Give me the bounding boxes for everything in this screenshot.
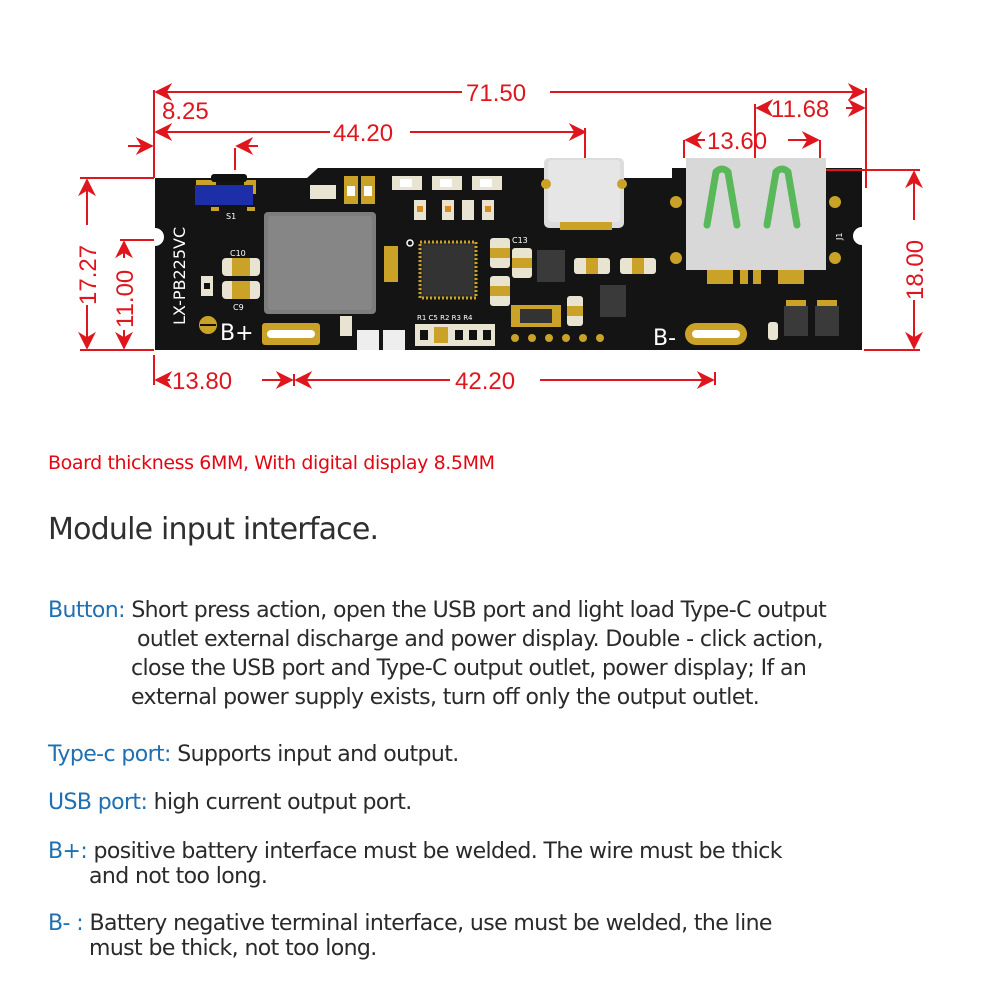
note-button: Button: Short press action, open the USB… <box>48 596 827 625</box>
dim-right-height: 18.00 <box>902 240 929 300</box>
note-line: must be thick, not too long. <box>89 936 377 961</box>
test-pads <box>511 334 604 342</box>
svg-text:C10: C10 <box>230 249 246 258</box>
note-label: Type-c port: <box>48 742 171 767</box>
note-line: Battery negative terminal interface, use… <box>89 911 772 936</box>
board-thickness-note: Board thickness 6MM, With digital displa… <box>48 452 495 474</box>
svg-text:C9: C9 <box>233 303 244 312</box>
note-line: external power supply exists, turn off o… <box>131 685 760 710</box>
note-line: Short press action, open the USB port an… <box>131 598 827 623</box>
bminus-label: B- <box>653 326 676 351</box>
note-type-c: Type-c port: Supports input and output. <box>48 740 459 769</box>
led-indicators <box>310 176 502 204</box>
dim-bplus-offset: 13.80 <box>172 368 232 395</box>
slide-switch-s1: S1 <box>195 174 256 221</box>
usb-a-connector: J1 <box>670 158 844 284</box>
note-bminus: B- : Battery negative terminal interface… <box>48 909 772 938</box>
dim-overall-length: 71.50 <box>466 80 526 107</box>
note-label: B- : <box>48 911 84 936</box>
svg-text:R1 C5 R2 R3 R4: R1 C5 R2 R3 R4 <box>417 314 473 322</box>
note-line: high current output port. <box>153 790 413 815</box>
note-line: Supports input and output. <box>177 742 459 767</box>
capacitors-top <box>406 200 494 247</box>
type-c-connector <box>541 158 627 230</box>
note-line: and not too long. <box>89 864 268 889</box>
dim-left-to-typec: 44.20 <box>333 120 393 147</box>
dim-usb-to-right: 11.68 <box>771 96 829 123</box>
dim-left-height: 17.27 <box>75 245 102 305</box>
resistor-row: R1 C5 R2 R3 R4 <box>415 314 495 346</box>
dimension-labels: 71.50 8.25 44.20 13.60 11.68 17.27 11.00… <box>75 80 929 395</box>
switch-label: S1 <box>226 212 236 221</box>
dim-left-to-switch: 8.25 <box>162 98 209 125</box>
dim-usb-width: 13.60 <box>707 128 767 155</box>
usb-label: J1 <box>835 233 844 241</box>
note-usb: USB port: high current output port. <box>48 788 412 817</box>
note-line: outlet external discharge and power disp… <box>137 627 824 652</box>
dim-pad-spacing: 42.20 <box>455 368 515 395</box>
pcb-dimension-diagram: S1 LX-PB225VC C10 C9 B+ <box>75 80 929 395</box>
note-bplus: B+: positive battery interface must be w… <box>48 837 782 866</box>
capacitors-left: C10 C9 <box>201 249 260 312</box>
board-model-label: LX-PB225VC <box>170 227 189 325</box>
note-label: B+: <box>48 839 88 864</box>
note-label: USB port: <box>48 790 148 815</box>
dim-notch-height: 11.00 <box>112 270 139 328</box>
section-heading: Module input interface. <box>48 512 379 547</box>
note-line: positive battery interface must be welde… <box>93 839 783 864</box>
bplus-label: B+ <box>220 321 254 346</box>
note-label: Button: <box>48 598 126 623</box>
dimension-lines <box>78 83 923 389</box>
svg-text:C13: C13 <box>512 236 528 245</box>
note-line: close the USB port and Type-C output out… <box>131 656 807 681</box>
